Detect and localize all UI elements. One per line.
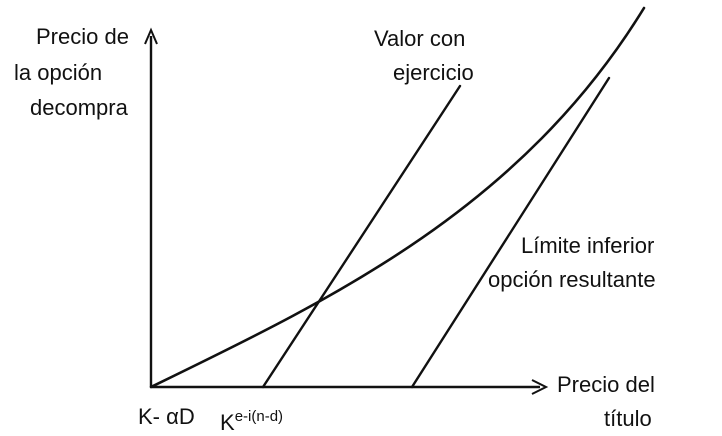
tick-k-exponent: e-i(n-d): [234, 408, 284, 425]
tick-k-base: K: [220, 410, 235, 435]
y-axis-label-line-1: Precio de: [36, 24, 129, 49]
x-axis-label-line-2: título: [604, 406, 652, 431]
option-price-curve: [149, 6, 646, 389]
exercise-value-line: [261, 84, 462, 389]
y-axis-arrow: [144, 27, 158, 45]
x-axis-label-line-1: Precio del: [557, 372, 655, 397]
tick-k-minus-alpha-d: K- αD: [138, 404, 195, 429]
exercise-value-label-line-1: Valor con: [374, 26, 466, 51]
exercise-value-label-line-2: ejercicio: [393, 60, 474, 85]
tick-k-discounted: Ke-i(n-d): [220, 404, 283, 436]
x-axis-arrow: [531, 379, 549, 395]
y-axis-label-line-2: la opción: [14, 60, 103, 85]
lower-bound-line: [410, 76, 611, 389]
lower-bound-label-line-1: Límite inferior: [521, 233, 655, 258]
y-axis-label-line-3: decompra: [30, 95, 128, 120]
lower-bound-label-line-2: opción resultante: [488, 267, 656, 292]
